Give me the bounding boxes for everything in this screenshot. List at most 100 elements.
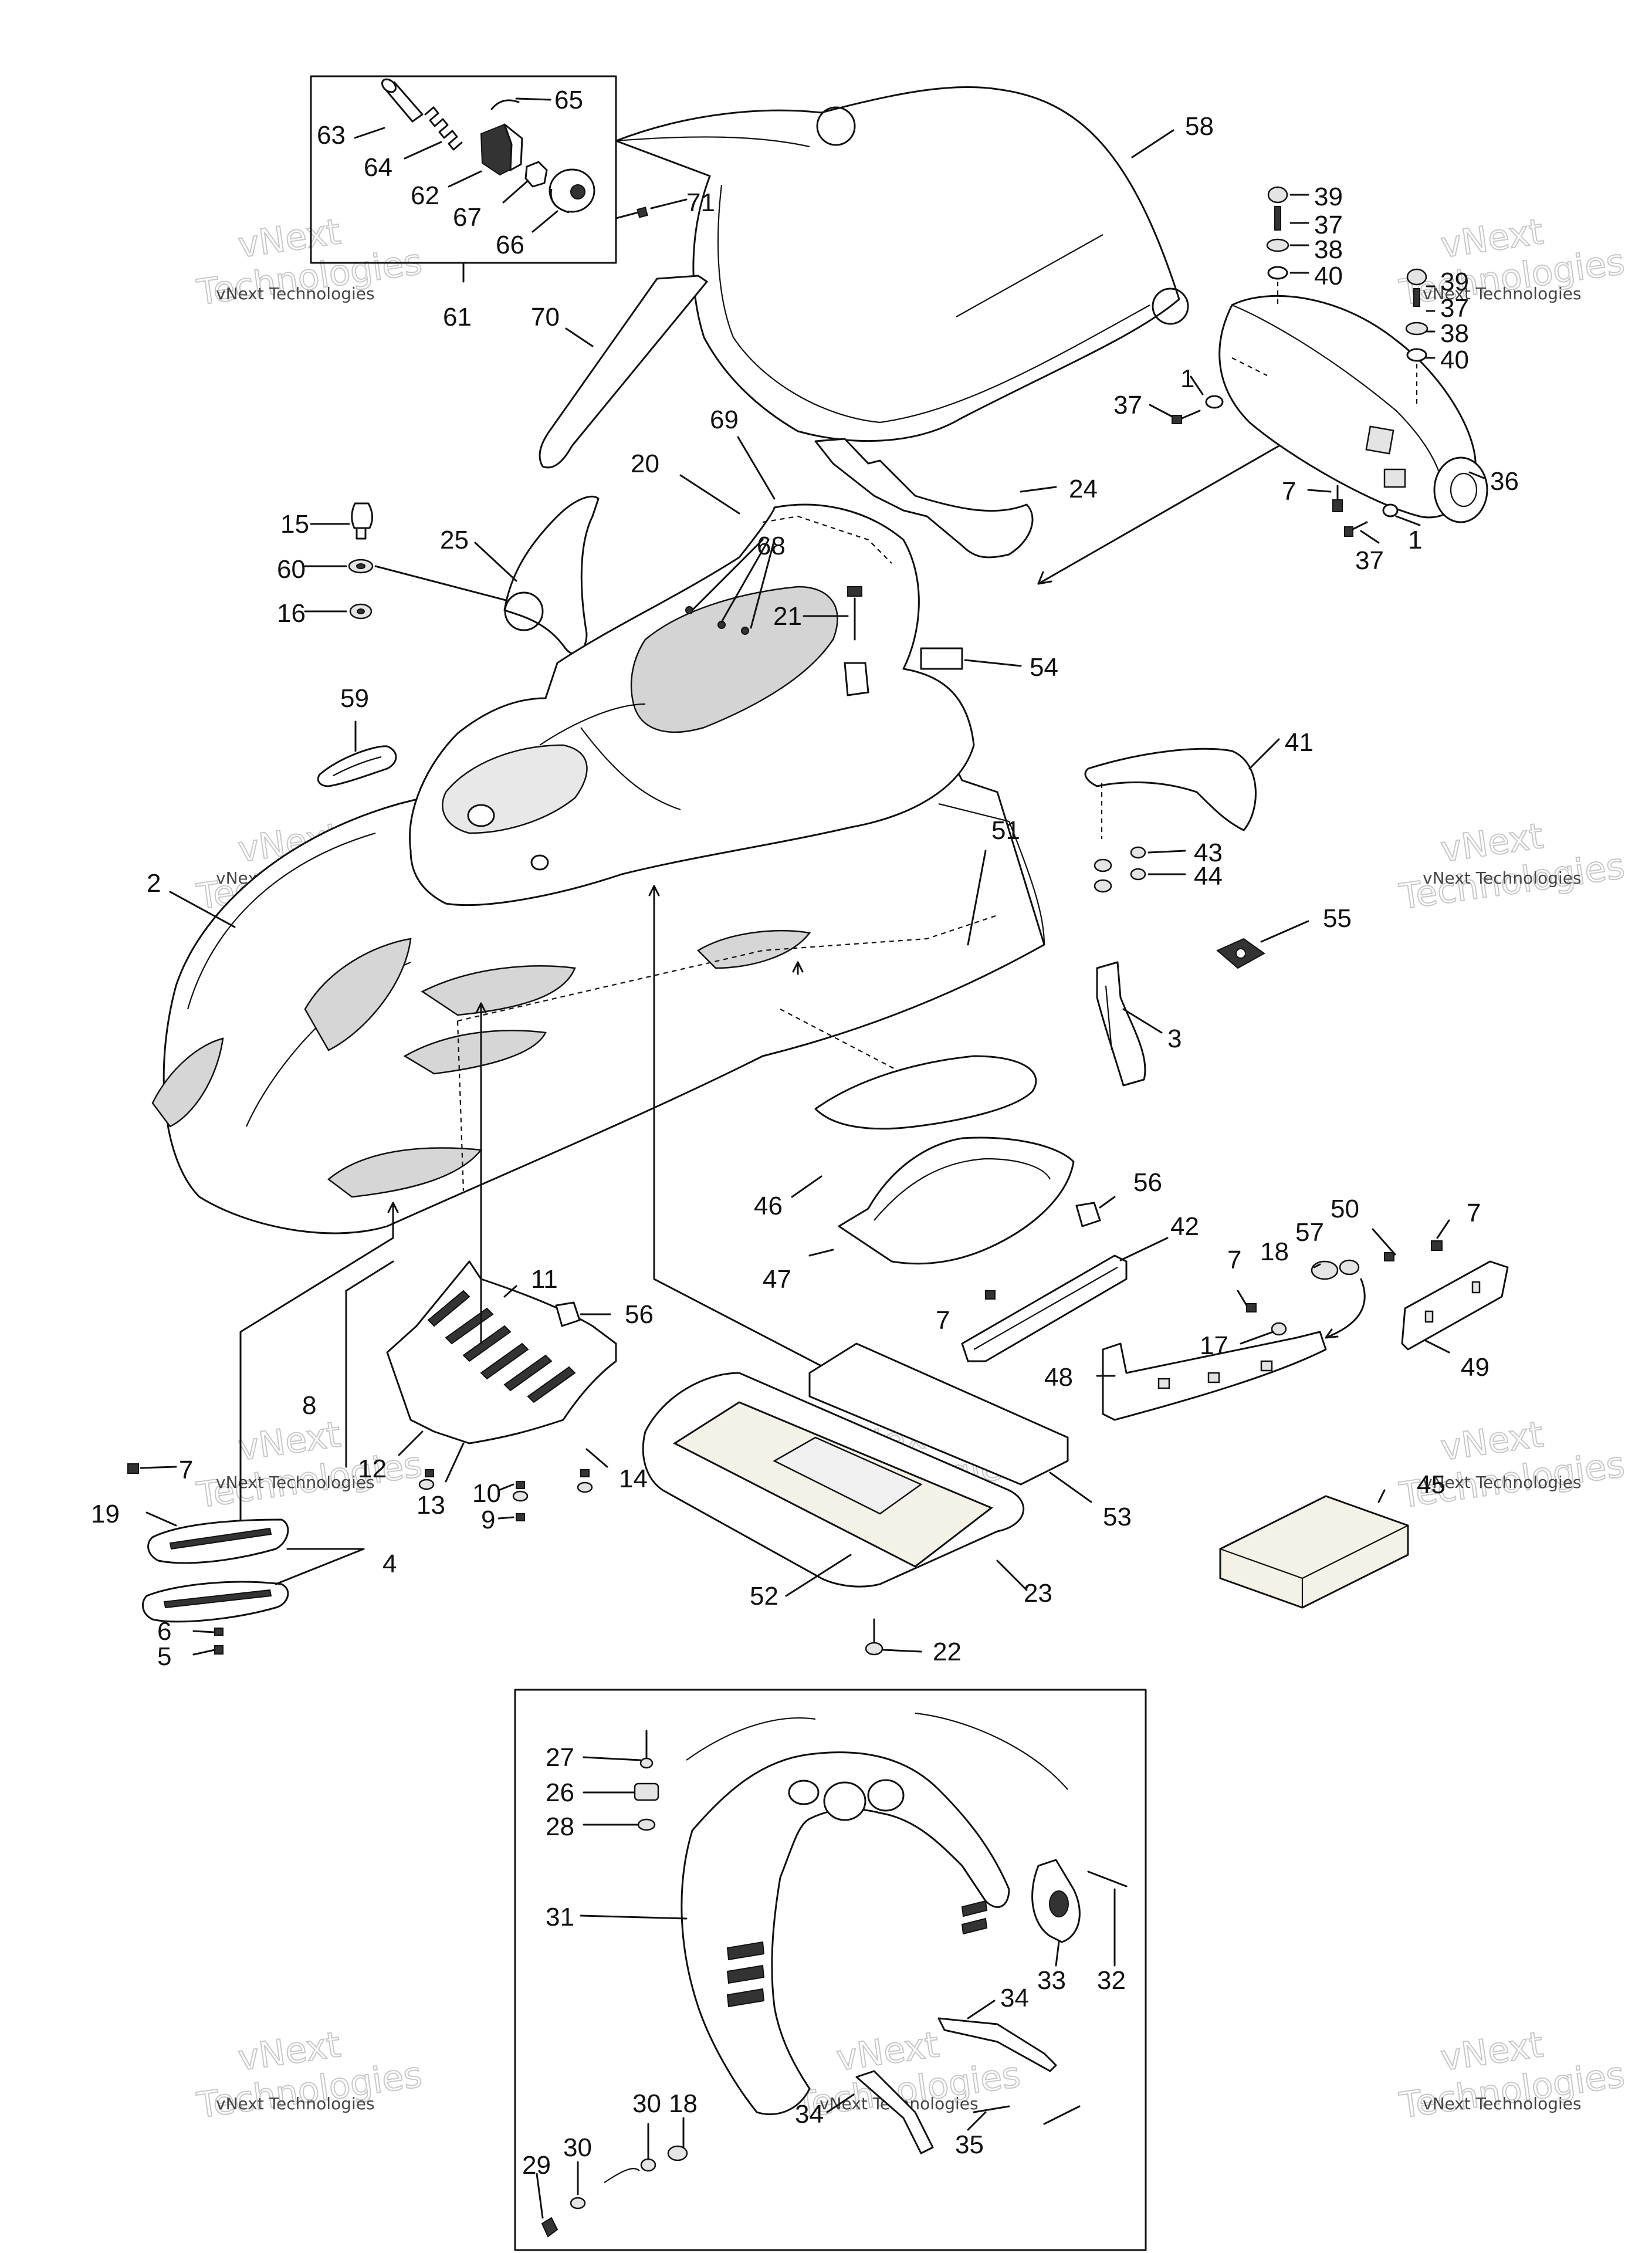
part-65-clip	[490, 99, 520, 110]
callout-7: 7	[1227, 1246, 1241, 1274]
part-71-screw	[615, 207, 648, 219]
part-56-clip-lower	[555, 1301, 581, 1327]
callout-32: 32	[1097, 1966, 1126, 1995]
callout-40: 40	[1440, 346, 1469, 374]
leader-lines	[140, 97, 1485, 2219]
callout-labels: 63 64 62 67 66 65 71 61 70 58 39 37 38 4…	[91, 86, 1519, 2180]
part-49-bracket	[1401, 1260, 1509, 1351]
part-70-trim	[539, 275, 708, 469]
part-58-windshield	[615, 86, 1189, 442]
callout-69: 69	[710, 405, 739, 434]
part-62-knob	[480, 123, 523, 176]
callout-33: 33	[1037, 1966, 1066, 1995]
callout-16: 16	[277, 599, 306, 628]
watermark-text: vNext Technologies	[216, 2094, 375, 2113]
part-48-rail	[1102, 1331, 1327, 1421]
callout-24: 24	[1069, 475, 1098, 503]
callout-65: 65	[554, 86, 583, 114]
part-25-panel	[503, 495, 600, 655]
part-46-liner	[814, 1055, 1037, 1130]
callout-7: 7	[179, 1456, 193, 1484]
callout-46: 46	[754, 1192, 783, 1220]
callout-37: 37	[1440, 294, 1469, 323]
callout-57: 57	[1295, 1218, 1324, 1247]
callout-23: 23	[1024, 1579, 1052, 1608]
watermark-text: vNext Technologies	[1423, 284, 1582, 303]
part-33-cap	[1031, 1859, 1128, 1943]
callout-48: 48	[1044, 1363, 1073, 1392]
callout-29: 29	[522, 2151, 551, 2180]
callout-7: 7	[1282, 477, 1296, 506]
callout-37: 37	[1314, 211, 1343, 239]
part-24-foam-pad	[814, 438, 1034, 559]
callout-15: 15	[280, 510, 309, 539]
callout-5: 5	[157, 1642, 171, 1671]
part-53-panel	[808, 1342, 1069, 1486]
watermark-text: vNext Technologies	[216, 1473, 375, 1492]
callout-37: 37	[1355, 546, 1384, 575]
callout-21: 21	[773, 602, 802, 631]
parts-26-27-28	[634, 1730, 659, 1831]
callout-28: 28	[546, 1812, 574, 1841]
part-64-spring	[424, 106, 463, 151]
callout-3: 3	[1167, 1024, 1182, 1053]
callout-56: 56	[625, 1300, 654, 1329]
callout-36: 36	[1490, 467, 1519, 496]
callout-43: 43	[1194, 838, 1223, 867]
callout-38: 38	[1440, 319, 1469, 348]
part-11-intake-grate	[386, 1260, 617, 1445]
part-55-clip	[1216, 938, 1265, 969]
part-22-screw	[865, 1618, 883, 1656]
fasteners-48-49	[1246, 1240, 1443, 1339]
watermark: vNext Technologies	[1396, 1413, 1627, 1517]
callout-19: 19	[91, 1500, 120, 1528]
callout-58: 58	[1185, 112, 1214, 141]
callout-17: 17	[1200, 1331, 1228, 1360]
callout-26: 26	[546, 1778, 574, 1807]
fasteners-36-left	[1172, 395, 1224, 424]
parts-9-10-12-13-14	[418, 1469, 593, 1521]
callout-49: 49	[1461, 1353, 1489, 1382]
callout-50: 50	[1331, 1195, 1359, 1223]
callout-2: 2	[147, 869, 161, 898]
callout-1: 1	[1180, 364, 1194, 393]
callout-10: 10	[472, 1479, 501, 1508]
callout-14: 14	[619, 1464, 648, 1493]
callout-71: 71	[686, 188, 715, 217]
fasteners-36-bottom	[1332, 485, 1399, 537]
part-54-block	[920, 647, 963, 670]
callout-20: 20	[631, 449, 659, 478]
hardware-stack-right	[1405, 268, 1428, 405]
watermark-text: vNext Technologies	[216, 284, 375, 303]
callout-6: 6	[157, 1617, 171, 1646]
callout-7: 7	[936, 1306, 950, 1335]
callout-61: 61	[443, 303, 472, 331]
callout-66: 66	[496, 231, 524, 259]
callout-42: 42	[1170, 1212, 1199, 1241]
callout-68: 68	[757, 532, 786, 560]
part-20-upper-deck	[409, 503, 975, 906]
callout-8: 8	[302, 1391, 316, 1420]
callout-60: 60	[277, 555, 306, 584]
callout-62: 62	[411, 181, 439, 210]
callout-11: 11	[531, 1265, 558, 1294]
callout-4: 4	[382, 1550, 397, 1578]
part-3-bracket	[1096, 961, 1146, 1087]
callout-44: 44	[1194, 862, 1223, 891]
parts-15-60-16	[348, 502, 512, 620]
callout-18: 18	[669, 2089, 698, 2118]
watermark-text: vNext Technologies	[1423, 1473, 1582, 1492]
callout-34: 34	[1000, 1984, 1029, 2012]
callout-52: 52	[750, 1582, 778, 1611]
callout-12: 12	[358, 1454, 387, 1483]
part-67-nut	[524, 161, 548, 188]
inset-box-storage	[514, 1689, 1147, 2251]
part-66-grommet	[549, 168, 595, 214]
callout-25: 25	[440, 526, 469, 554]
part-59-grab-handle	[317, 745, 397, 787]
callout-64: 64	[364, 153, 392, 182]
callout-51: 51	[991, 816, 1020, 845]
callout-41: 41	[1285, 728, 1314, 757]
part-41-cover	[1084, 747, 1257, 893]
callout-35: 35	[955, 2130, 984, 2159]
